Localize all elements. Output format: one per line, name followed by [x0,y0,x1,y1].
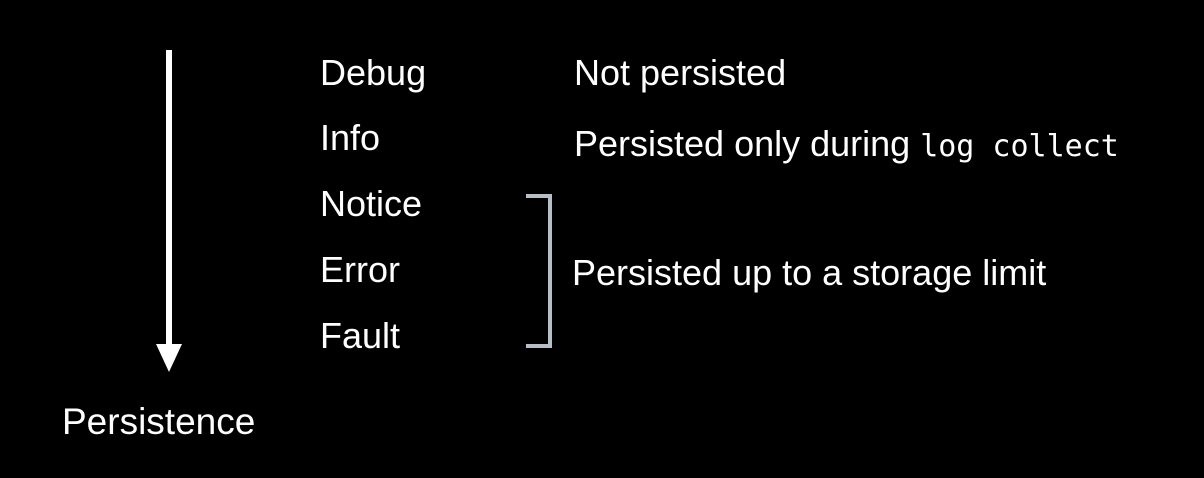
description-storage-limit: Persisted up to a storage limit [572,252,1047,293]
level-notice: Notice [320,183,423,224]
description-info-text: Persisted only during [574,123,921,164]
level-info: Info [320,117,381,158]
storage-limit-bracket [526,194,552,348]
level-error: Error [320,249,400,290]
log-collect-command: log collect [920,129,1119,164]
description-info: Persisted only during log collect [574,122,1119,169]
level-debug: Debug [320,52,427,93]
description-debug: Not persisted [574,52,787,93]
level-fault: Fault [320,315,401,356]
persistence-arrow-shaft [166,50,172,346]
persistence-arrow-head-icon [156,344,182,372]
persistence-label: Persistence [62,401,256,442]
